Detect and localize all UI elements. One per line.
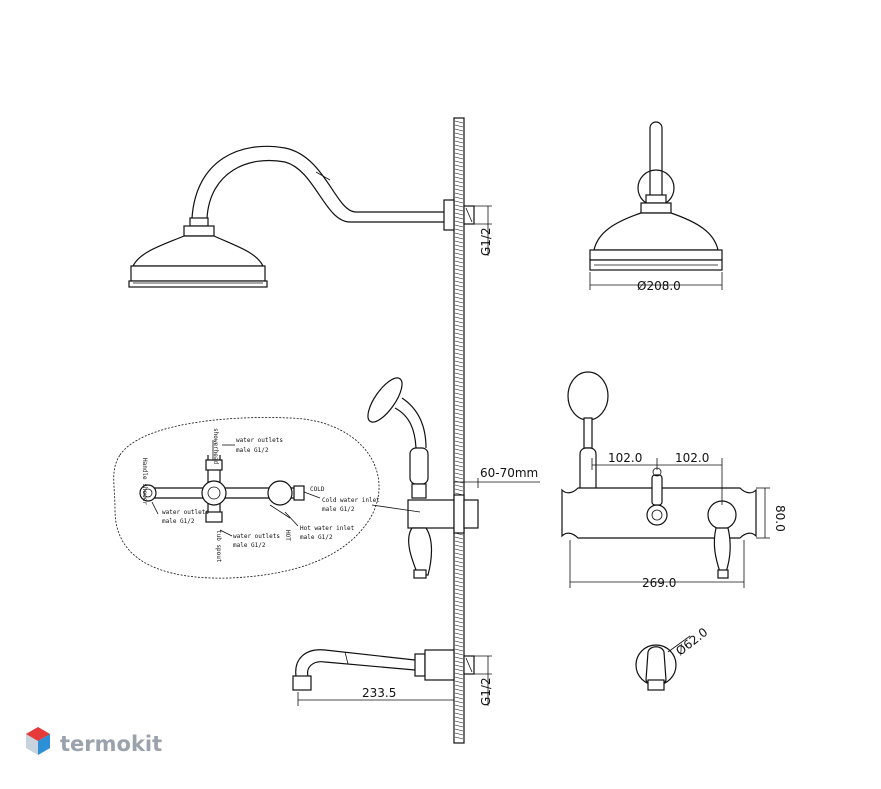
diameter-208-label: Ø208.0 xyxy=(637,279,681,293)
outlet-bottom-male: male G1/2 xyxy=(233,542,266,549)
height-80-label: 80.0 xyxy=(773,505,787,532)
cold-tag: COLD xyxy=(310,486,325,493)
g12-bottom-label: G1/2 xyxy=(479,677,493,706)
spacing-left-label: 102.0 xyxy=(608,451,642,465)
valve-plate-front-view xyxy=(561,371,757,579)
tub-spout-tag: tub spout xyxy=(215,530,222,563)
showerhead-tag: showerhead xyxy=(212,428,219,465)
hot-inlet-male: male G1/2 xyxy=(300,534,333,541)
diverter-knob-view: Ø62.0 xyxy=(635,625,710,691)
diameter-208-dimension: Ø208.0 xyxy=(589,272,723,293)
spacing-dimensions: 102.0 102.0 xyxy=(591,451,723,505)
outlet-left-label: water outlets xyxy=(162,509,209,516)
valve-detail-callout: water outlets male G1/2 water outlets ma… xyxy=(113,417,421,579)
height-80-dimension: 80.0 xyxy=(756,487,787,539)
spout-233-label: 233.5 xyxy=(362,686,396,700)
g12-top-label: G1/2 xyxy=(479,227,493,256)
cold-inlet-label: Cold water inlet xyxy=(322,497,380,504)
g12-top-dimension: G1/2 xyxy=(474,205,493,256)
outlet-bottom-label: water outlets xyxy=(233,533,280,540)
width-269-label: 269.0 xyxy=(642,576,676,590)
spacing-right-label: 102.0 xyxy=(675,451,709,465)
termokit-logo-icon xyxy=(26,727,50,755)
showerhead-front-view xyxy=(589,121,723,271)
tub-spout-side-view xyxy=(292,649,475,691)
outlet-left-male: male G1/2 xyxy=(162,518,195,525)
brand-watermark: termokit xyxy=(26,727,162,756)
spout-233-dimension: 233.5 xyxy=(297,686,454,706)
wall-section xyxy=(453,117,465,744)
g12-bottom-dimension: G1/2 xyxy=(474,655,493,706)
handle-shower-tag: Handle shower xyxy=(141,458,148,505)
hot-inlet-label: Hot water inlet xyxy=(300,525,355,532)
outlet-top-label: water outlets xyxy=(236,437,283,444)
width-269-dimension: 269.0 xyxy=(569,540,745,590)
hot-tag: HOT xyxy=(284,530,291,541)
showerhead-side-view xyxy=(128,145,475,288)
wall-gap-dimension: 60-70mm xyxy=(453,466,540,488)
wall-gap-label: 60-70mm xyxy=(480,466,538,480)
diameter-62-label: Ø62.0 xyxy=(673,625,710,658)
brand-name: termokit xyxy=(60,732,162,756)
outlet-top-male: male G1/2 xyxy=(236,447,269,454)
cold-inlet-male: male G1/2 xyxy=(322,506,355,513)
hand-shower-side-view xyxy=(367,377,479,579)
